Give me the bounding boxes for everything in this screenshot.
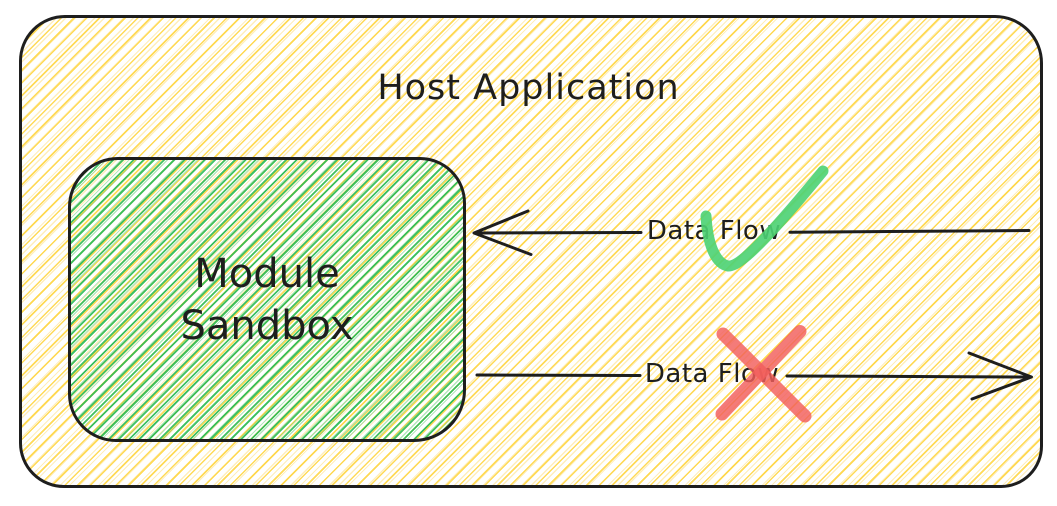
data-flow-label-inbound: Data Flow	[646, 216, 782, 246]
module-sandbox-label-line2: Sandbox	[180, 302, 354, 349]
host-application-label: Host Application	[377, 68, 680, 108]
module-sandbox-box: Module Sandbox	[68, 157, 466, 442]
module-sandbox-label-line1: Module	[194, 250, 340, 297]
data-flow-label-outbound: Data Flow	[644, 359, 780, 389]
module-sandbox-label: Module Sandbox	[181, 248, 354, 352]
